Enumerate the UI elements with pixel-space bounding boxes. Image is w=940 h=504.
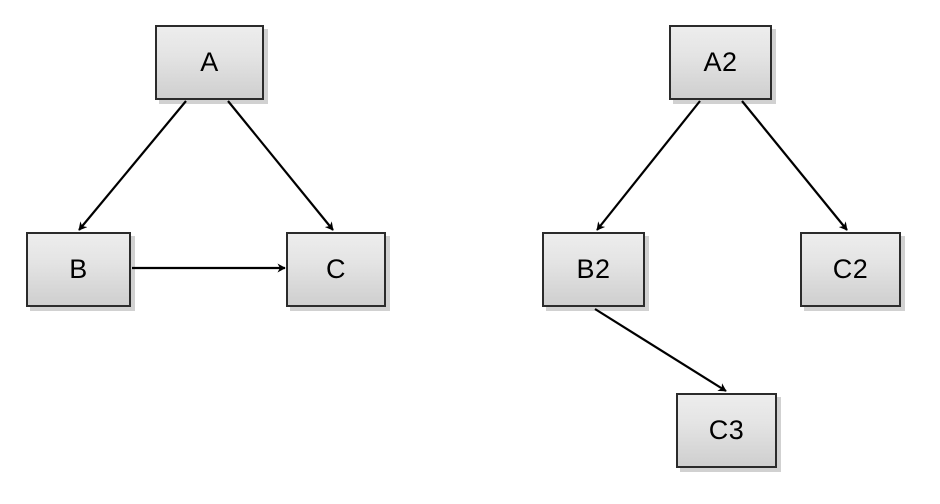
- edge-a2-to-c2: [741, 100, 848, 231]
- edge-b2-to-c3: [594, 308, 727, 392]
- node-label-c: C: [326, 254, 346, 284]
- node-c[interactable]: C: [286, 232, 386, 307]
- node-b[interactable]: B: [26, 232, 131, 307]
- node-c3[interactable]: C3: [676, 393, 777, 468]
- node-label-b2: B2: [576, 254, 611, 284]
- node-label-a2: A2: [703, 47, 738, 77]
- node-label-b: B: [69, 254, 88, 284]
- node-label-c3: C3: [708, 415, 745, 445]
- node-c2[interactable]: C2: [800, 232, 901, 307]
- node-label-c2: C2: [832, 254, 869, 284]
- edges-group: [78, 100, 848, 392]
- node-a2[interactable]: A2: [669, 25, 772, 100]
- edge-a-to-c: [227, 100, 334, 231]
- edge-a-to-b: [78, 100, 187, 231]
- edge-a2-to-b2: [596, 100, 701, 231]
- node-label-a: A: [200, 47, 219, 77]
- node-a[interactable]: A: [155, 25, 264, 100]
- node-b2[interactable]: B2: [542, 232, 645, 307]
